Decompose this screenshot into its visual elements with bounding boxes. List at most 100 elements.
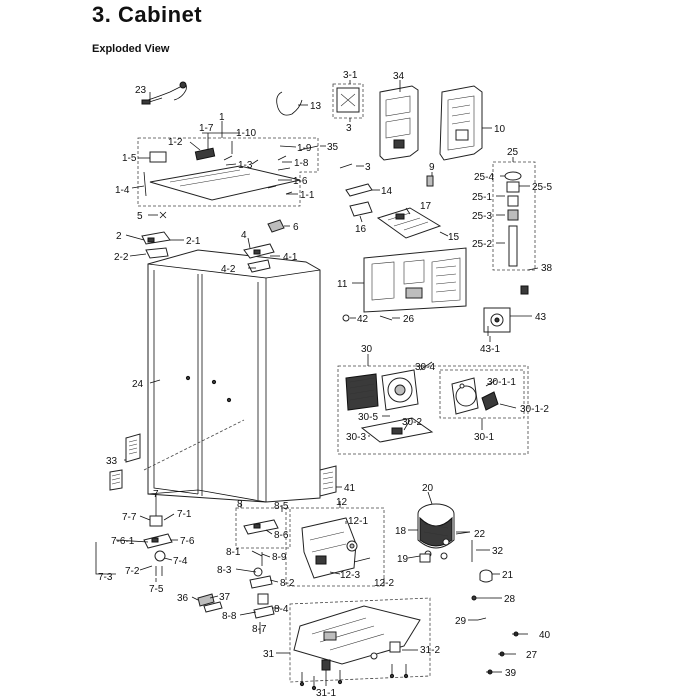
callout-label: 25-2: [472, 239, 492, 250]
callout-label: 10: [494, 124, 506, 135]
callout-label: 12-3: [340, 570, 360, 581]
part-fan-30: [345, 361, 434, 443]
callout-label: 1-8: [294, 158, 309, 169]
callout-label: 30-1-1: [487, 377, 516, 388]
callout-label: 25-5: [532, 182, 552, 193]
callout-label: 22: [474, 529, 486, 540]
callout-label: 40: [539, 630, 551, 641]
part-42: [342, 314, 350, 322]
callout-label: 21: [502, 570, 514, 581]
part-fan-30-1: [451, 377, 499, 415]
parts-layer: [109, 81, 536, 691]
part-hinge-8: [243, 519, 279, 634]
callout-label: 8-9: [272, 552, 287, 563]
callout-label: 1-6: [293, 176, 308, 187]
group-12: [285, 507, 385, 587]
callout-label: 8-2: [280, 578, 295, 589]
callout-label: 32: [492, 546, 504, 557]
callout-label: 43: [535, 312, 547, 323]
part-panel-11: [363, 247, 467, 313]
callout-label: 7: [153, 489, 159, 500]
callout-label: 2: [116, 231, 122, 242]
callout-label: 4: [241, 230, 247, 241]
callout-label: 12-1: [348, 516, 368, 527]
callout-label: 34: [393, 71, 405, 82]
callout-label: 11: [337, 279, 348, 290]
callout-label: 42: [357, 314, 369, 325]
group-30-1: [439, 369, 525, 419]
callout-label: 23: [135, 85, 147, 96]
part-hinge-4: [243, 243, 275, 273]
callout-labels: 23 13 3-1 3 34 10 1 1-7 1-10 1-2 1-5 1-3…: [98, 70, 553, 699]
callout-label: 25-4: [474, 172, 494, 183]
callout-label: 30-2: [402, 417, 422, 428]
part-wire-harness: [141, 81, 187, 105]
part-29: [477, 617, 487, 621]
part-tube: [276, 91, 303, 116]
callout-label: 20: [422, 483, 434, 494]
part-hinge-2: [141, 231, 171, 259]
callout-label: 3: [346, 123, 352, 134]
callout-label: 30-4: [415, 362, 435, 373]
callout-label: 16: [355, 224, 367, 235]
group-top-cover: [137, 137, 319, 207]
callout-label: 31-1: [316, 688, 336, 699]
part-bracket-14: [345, 183, 373, 197]
callout-label: 25-1: [472, 192, 492, 203]
callout-label: 9: [429, 162, 435, 173]
part-wire-35: [299, 145, 319, 151]
callout-label: 7-6: [180, 536, 195, 547]
callout-label: 8-3: [217, 565, 232, 576]
part-clip-9: [426, 175, 434, 187]
callout-label: 7-7: [122, 512, 137, 523]
callout-label: 4-2: [221, 264, 236, 275]
callout-label: 12: [336, 497, 348, 508]
callout-label: 2-1: [186, 236, 201, 247]
callout-label: 7-4: [173, 556, 188, 567]
part-compressor: [417, 503, 455, 563]
callout-label: 7-6-1: [111, 536, 135, 547]
callout-label: 30-5: [358, 412, 378, 423]
callout-label: 1-1: [300, 190, 315, 201]
callout-label: 25-3: [472, 211, 492, 222]
callout-label: 13: [310, 101, 322, 112]
part-43: [483, 307, 511, 336]
callout-label: 8-5: [274, 501, 289, 512]
part-clip-38: [520, 285, 529, 295]
leader-lines: [95, 80, 539, 686]
callout-label: 18: [395, 526, 407, 537]
part-assembly-25: [504, 171, 522, 267]
callout-label: 7-2: [125, 566, 140, 577]
callout-label: 41: [344, 483, 356, 494]
part-box-3: [332, 83, 364, 119]
part-bracket-16: [349, 201, 373, 217]
callout-label: 25: [507, 147, 519, 158]
bottom-screws: [299, 664, 409, 691]
callout-label: 6: [293, 222, 299, 233]
callout-label: 33: [106, 456, 118, 467]
part-cover-34: [379, 85, 419, 161]
callout-label: 1-5: [122, 153, 137, 164]
callout-label: 8-7: [252, 624, 267, 635]
callout-label: 28: [504, 594, 516, 605]
callout-label: 14: [381, 186, 393, 197]
part-board-17-15: [376, 207, 442, 239]
callout-label: 7-3: [98, 572, 113, 583]
callout-label: 30: [361, 344, 373, 355]
callout-label: 8-6: [274, 530, 289, 541]
group-8: [235, 507, 291, 549]
callout-label: 35: [327, 142, 339, 153]
part-21: [479, 569, 493, 583]
callout-label: 8-4: [274, 604, 289, 615]
callout-label: 8-8: [222, 611, 237, 622]
callout-label: 29: [455, 616, 467, 627]
part-bracket-12: [301, 517, 358, 579]
callout-label: 24: [132, 379, 144, 390]
part-5: [159, 211, 167, 219]
page-subtitle: Exploded View: [92, 43, 170, 55]
part-hinge-7: [143, 498, 173, 576]
callout-label: 1-4: [115, 185, 130, 196]
callout-label: 8-1: [226, 547, 241, 558]
part-36-37: [197, 593, 223, 613]
